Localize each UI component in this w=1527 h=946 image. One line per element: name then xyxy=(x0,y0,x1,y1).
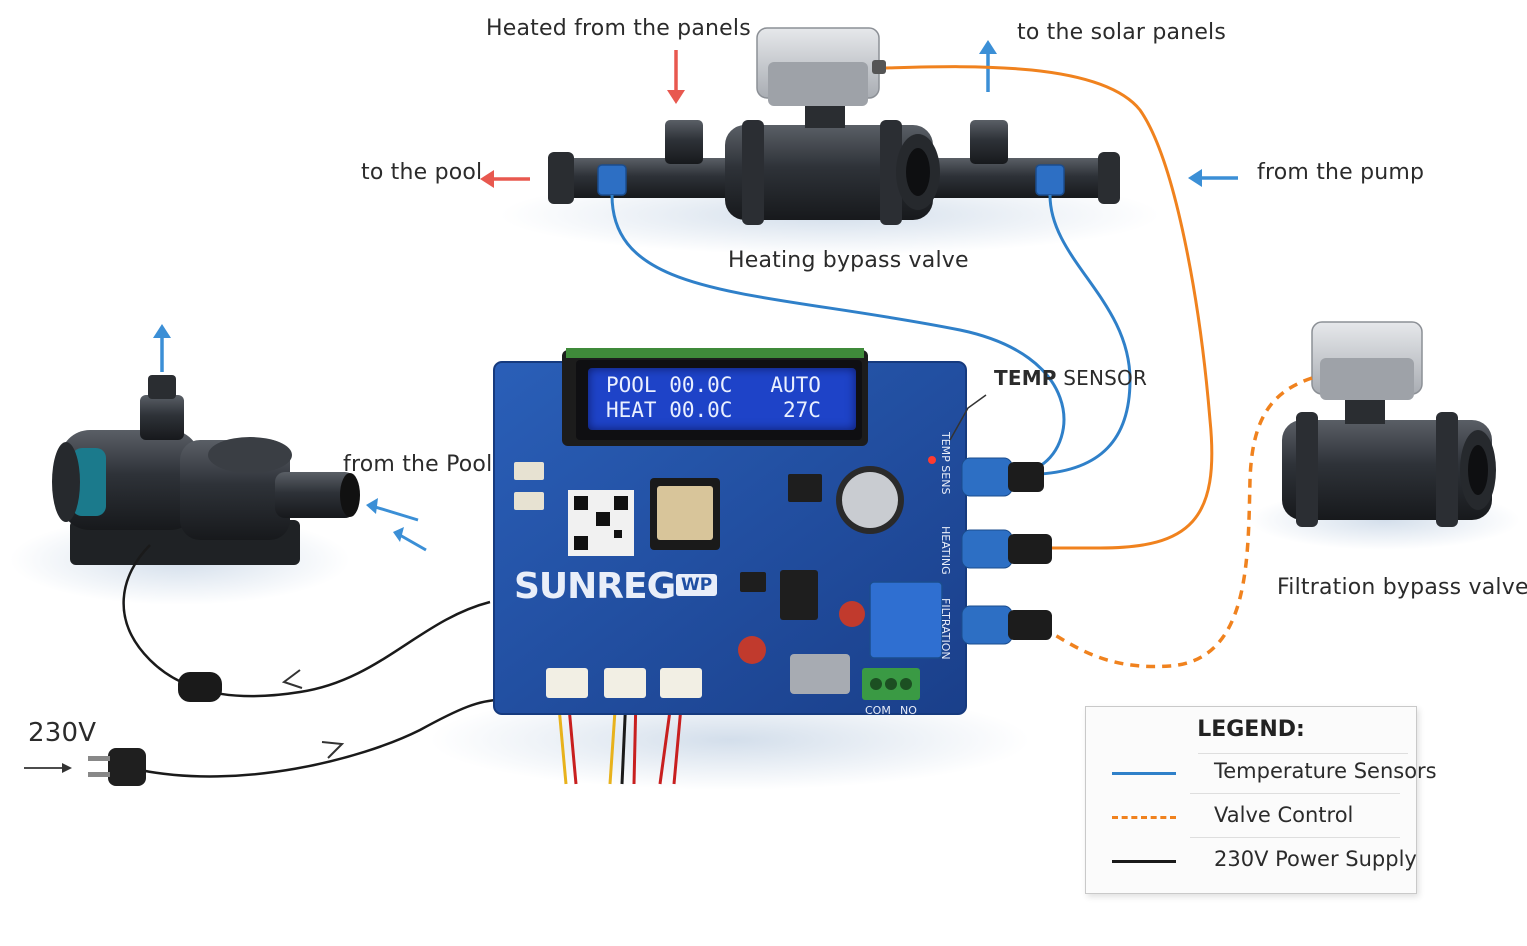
label-filtration-bypass-valve: Filtration bypass valve xyxy=(1277,575,1527,600)
lcd-line-2: HEAT 00.0C 27C xyxy=(606,398,821,422)
lcd-line-1: POOL 00.0C AUTO xyxy=(606,373,821,397)
label-temp-sensor-bold: TEMP xyxy=(994,366,1057,390)
mains-power-cable xyxy=(139,698,501,778)
sensor-clip-left xyxy=(597,164,627,196)
filtration-bypass-valve xyxy=(1282,321,1496,527)
filtration-valve-control-wire xyxy=(1049,376,1313,669)
label-to-solar-panels: to the solar panels xyxy=(1017,20,1227,45)
relay-no-label: NO xyxy=(900,704,917,717)
legend-title: LEGEND: xyxy=(1197,717,1305,742)
legend-label-sensors: Temperature Sensors xyxy=(1214,759,1437,783)
arrow-to-pool-left xyxy=(480,170,530,188)
pool-pump xyxy=(52,375,360,565)
sensor-wire-left xyxy=(610,194,1066,468)
connector-heating xyxy=(961,529,1052,569)
legend-title-underline xyxy=(1198,753,1408,754)
legend-item-power-supply: 230V Power Supply xyxy=(1110,843,1417,879)
legend-swatch-valve xyxy=(1112,816,1176,819)
label-voltage-input: 230V xyxy=(28,718,97,748)
legend-item-valve-control: Valve Control xyxy=(1110,799,1406,835)
ferrite-bead xyxy=(178,672,222,702)
legend: LEGEND: Temperature Sensors Valve Contro… xyxy=(1085,706,1437,894)
heating-bypass-valve xyxy=(725,27,940,225)
legend-divider-2 xyxy=(1190,837,1400,838)
legend-item-temperature-sensors: Temperature Sensors xyxy=(1110,755,1437,791)
legend-swatch-power xyxy=(1112,860,1176,863)
connector-temp-sens xyxy=(961,457,1044,497)
label-heating-bypass-valve: Heating bypass valve xyxy=(728,248,969,273)
port-label-heating: HEATING xyxy=(939,526,952,575)
pump-power-cable xyxy=(122,544,491,698)
lcd-display: POOL 00.0C AUTO HEAT 00.0C 27C xyxy=(588,368,856,430)
label-to-the-pool: to the pool xyxy=(361,160,483,185)
sensor-wire-right xyxy=(1039,194,1132,476)
relay-com-label: COM xyxy=(865,704,891,717)
connector-filtration xyxy=(961,605,1052,645)
heating-valve-control-wire xyxy=(885,65,1214,550)
power-plug xyxy=(88,748,146,786)
label-temp-sensor: TEMP SENSOR xyxy=(994,366,1147,390)
arrow-to-solar-up xyxy=(979,40,997,92)
legend-swatch-sensors xyxy=(1112,772,1176,775)
label-from-the-pool: from the Pool xyxy=(343,452,493,477)
port-label-filtration: FILTRATION xyxy=(939,598,952,660)
legend-label-power: 230V Power Supply xyxy=(1214,847,1417,871)
port-label-temp: TEMP SENS xyxy=(939,432,952,495)
arrow-from-pump-left xyxy=(1188,169,1238,187)
arrow-from-pool-in xyxy=(366,498,427,552)
label-heated-from-panels: Heated from the panels xyxy=(486,16,751,41)
label-from-the-pump: from the pump xyxy=(1257,160,1425,185)
sensor-clip-right xyxy=(1035,164,1065,196)
brand-badge: WP xyxy=(676,574,718,596)
label-temp-sensor-rest: SENSOR xyxy=(1056,366,1148,390)
arrow-pump-out-up xyxy=(153,324,171,372)
legend-divider-1 xyxy=(1190,793,1400,794)
temp-sensor-callout xyxy=(949,394,987,441)
brand-logo: SUNREG xyxy=(514,566,676,607)
legend-label-valve: Valve Control xyxy=(1214,803,1354,827)
arrow-heated-down xyxy=(667,50,685,104)
cable-direction-arrows xyxy=(24,669,345,773)
